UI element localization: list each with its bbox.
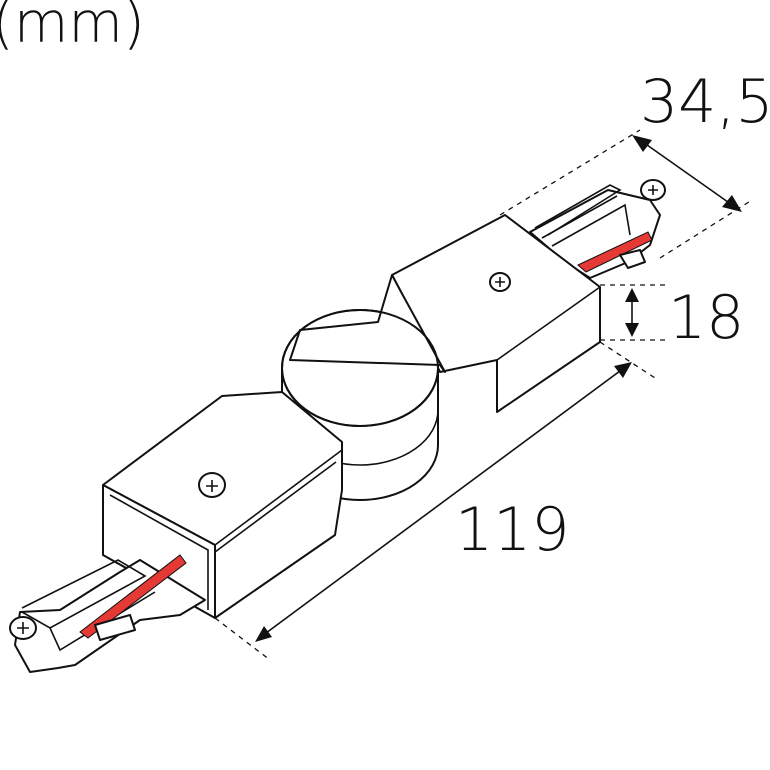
- width-dimension-label: 34,5: [640, 67, 770, 137]
- height-dimension-label: 18: [668, 283, 745, 353]
- length-dimension-label: 119: [455, 495, 570, 565]
- unit-label: (mm): [0, 0, 145, 56]
- dimension-lines: [214, 129, 753, 661]
- right-track-adapter: [529, 179, 666, 279]
- left-housing: [102, 391, 343, 619]
- left-track-adapter: [9, 554, 206, 673]
